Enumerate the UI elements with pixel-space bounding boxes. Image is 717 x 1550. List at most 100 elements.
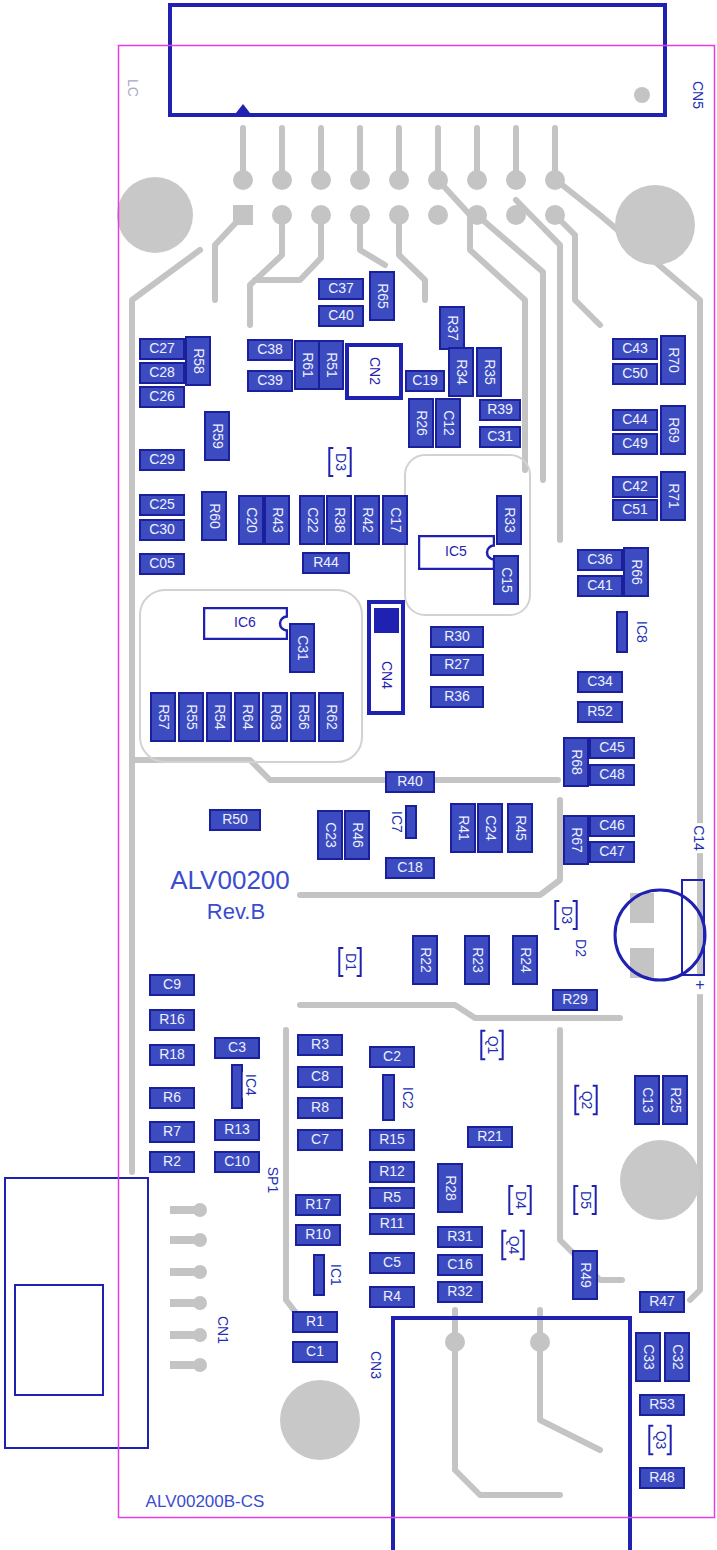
ic-outline: IC6 bbox=[203, 607, 288, 640]
copper-trace bbox=[560, 1030, 622, 1280]
reference-designator: C29 bbox=[149, 452, 175, 467]
component-outline: R21 bbox=[467, 1126, 513, 1148]
reference-designator: R2 bbox=[163, 1154, 181, 1169]
reference-designator: R4 bbox=[383, 1289, 401, 1304]
component-outline: R17 bbox=[295, 1194, 341, 1216]
component-outline: C24 bbox=[477, 803, 503, 853]
component-outline: C7 bbox=[297, 1129, 343, 1151]
silkscreen-label: IC1 bbox=[327, 1262, 342, 1288]
component-bracket bbox=[575, 1086, 596, 1115]
pad bbox=[170, 1268, 194, 1276]
component-outline: R67 bbox=[563, 815, 589, 865]
silkscreen-label: D1 bbox=[342, 951, 357, 973]
pad bbox=[467, 170, 487, 190]
component-outline: R51 bbox=[318, 340, 344, 390]
copper-trace bbox=[399, 215, 425, 300]
reference-designator: C16 bbox=[447, 1257, 473, 1272]
copper-trace bbox=[438, 180, 525, 470]
component-outline: C05 bbox=[139, 553, 185, 575]
pad bbox=[193, 1265, 207, 1279]
reference-designator: R3 bbox=[311, 1037, 329, 1052]
component-outline: R65 bbox=[369, 271, 395, 321]
component-outline: R46 bbox=[344, 810, 370, 860]
silkscreen-label: IC8 bbox=[633, 619, 648, 645]
reference-designator: C19 bbox=[412, 373, 438, 388]
silkscreen-label: LC bbox=[124, 77, 139, 99]
component-outline: R64 bbox=[234, 692, 260, 742]
copper-trace bbox=[215, 215, 243, 300]
reference-designator: R58 bbox=[190, 348, 205, 374]
reference-designator: R55 bbox=[183, 704, 198, 730]
reference-designator: R60 bbox=[206, 503, 221, 529]
pad bbox=[272, 170, 292, 190]
pad bbox=[193, 1233, 207, 1247]
component-outline: R26 bbox=[408, 398, 434, 448]
component-outline: R41 bbox=[450, 803, 476, 853]
component-outline: C1 bbox=[292, 1341, 338, 1363]
reference-designator: R1 bbox=[306, 1314, 324, 1329]
component-outline: C33 bbox=[635, 1332, 661, 1382]
pad bbox=[170, 1331, 194, 1339]
component-bracket bbox=[481, 1031, 502, 1060]
copper-trace bbox=[243, 128, 555, 170]
silkscreen-label: Q4 bbox=[505, 1234, 520, 1257]
silkscreen-label: D3 bbox=[558, 904, 573, 926]
pad bbox=[170, 1236, 194, 1244]
component-outline: R16 bbox=[149, 1009, 195, 1031]
component-outline: R49 bbox=[572, 1250, 598, 1300]
component-outline: C8 bbox=[297, 1066, 343, 1088]
board-outline bbox=[119, 46, 715, 1518]
component-bracket bbox=[329, 448, 350, 476]
component-outline: C49 bbox=[612, 433, 658, 455]
component-outline: R38 bbox=[326, 495, 352, 545]
pad bbox=[311, 205, 331, 225]
reference-designator: R45 bbox=[512, 815, 527, 841]
pad bbox=[193, 1358, 207, 1372]
reference-designator: C22 bbox=[304, 507, 319, 533]
outline-trace bbox=[140, 455, 530, 762]
pad bbox=[233, 170, 253, 190]
component-outline: C50 bbox=[612, 363, 658, 385]
component-outline: R42 bbox=[354, 495, 380, 545]
reference-designator: R33 bbox=[501, 507, 516, 533]
component-outline: R34 bbox=[448, 347, 474, 397]
component-outline: C23 bbox=[317, 810, 343, 860]
component-outline: C48 bbox=[589, 764, 635, 786]
component-outline: R37 bbox=[439, 306, 465, 350]
component-outline: R3 bbox=[297, 1034, 343, 1056]
pad bbox=[233, 205, 253, 225]
component-outline: C47 bbox=[589, 841, 635, 863]
reference-designator: R47 bbox=[649, 1294, 675, 1309]
copper-trace bbox=[455, 1310, 540, 1342]
pad bbox=[389, 205, 409, 225]
silkscreen-label: D4 bbox=[512, 1189, 527, 1211]
reference-designator: R15 bbox=[379, 1132, 405, 1147]
pad bbox=[350, 205, 370, 225]
reference-designator: C27 bbox=[149, 341, 175, 356]
reference-designator: R24 bbox=[517, 947, 532, 973]
outline-trace bbox=[405, 455, 530, 615]
component-outline: R43 bbox=[264, 495, 290, 545]
reference-designator: C17 bbox=[387, 507, 402, 533]
pad bbox=[428, 170, 448, 190]
reference-designator: R30 bbox=[444, 629, 470, 644]
reference-designator: R49 bbox=[577, 1262, 592, 1288]
reference-designator: R8 bbox=[311, 1100, 329, 1115]
reference-designator: R34 bbox=[453, 359, 468, 385]
reference-designator: R27 bbox=[444, 657, 470, 672]
ic-outline bbox=[232, 1065, 242, 1108]
component-outline: R7 bbox=[149, 1121, 195, 1143]
pad bbox=[445, 1332, 465, 1352]
component-outline: C46 bbox=[589, 815, 635, 837]
pad bbox=[311, 170, 331, 190]
component-outline: C3 bbox=[214, 1037, 260, 1059]
silkscreen-label: Q2 bbox=[578, 1089, 593, 1112]
reference-designator: R56 bbox=[295, 704, 310, 730]
pad bbox=[193, 1296, 207, 1310]
reference-designator: C26 bbox=[149, 389, 175, 404]
silkscreen-label: CN3 bbox=[367, 1349, 382, 1381]
reference-designator: C8 bbox=[311, 1069, 329, 1084]
component-bracket bbox=[574, 1186, 595, 1214]
reference-designator: IC6 bbox=[234, 615, 256, 630]
component-bracket bbox=[509, 1186, 530, 1214]
